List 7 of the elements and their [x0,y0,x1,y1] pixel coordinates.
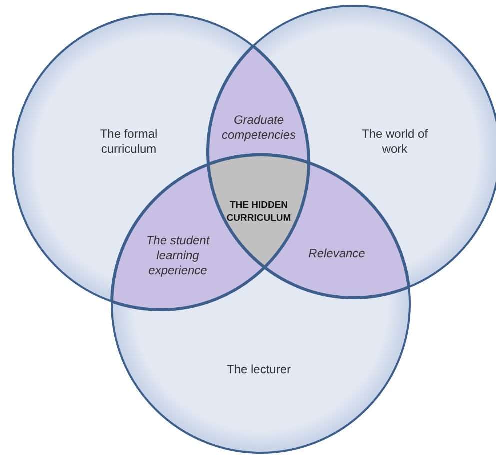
region-label: Relevance [308,246,366,262]
region-label: The lecturer [226,362,292,378]
region-label: The world of work [360,127,430,157]
region-label: The student learning experience [138,234,218,278]
region-label: THE HIDDEN CURRICULUM [219,199,299,225]
region-label: The formal curriculum [74,127,184,157]
region-label: Graduate competencies [216,113,302,143]
